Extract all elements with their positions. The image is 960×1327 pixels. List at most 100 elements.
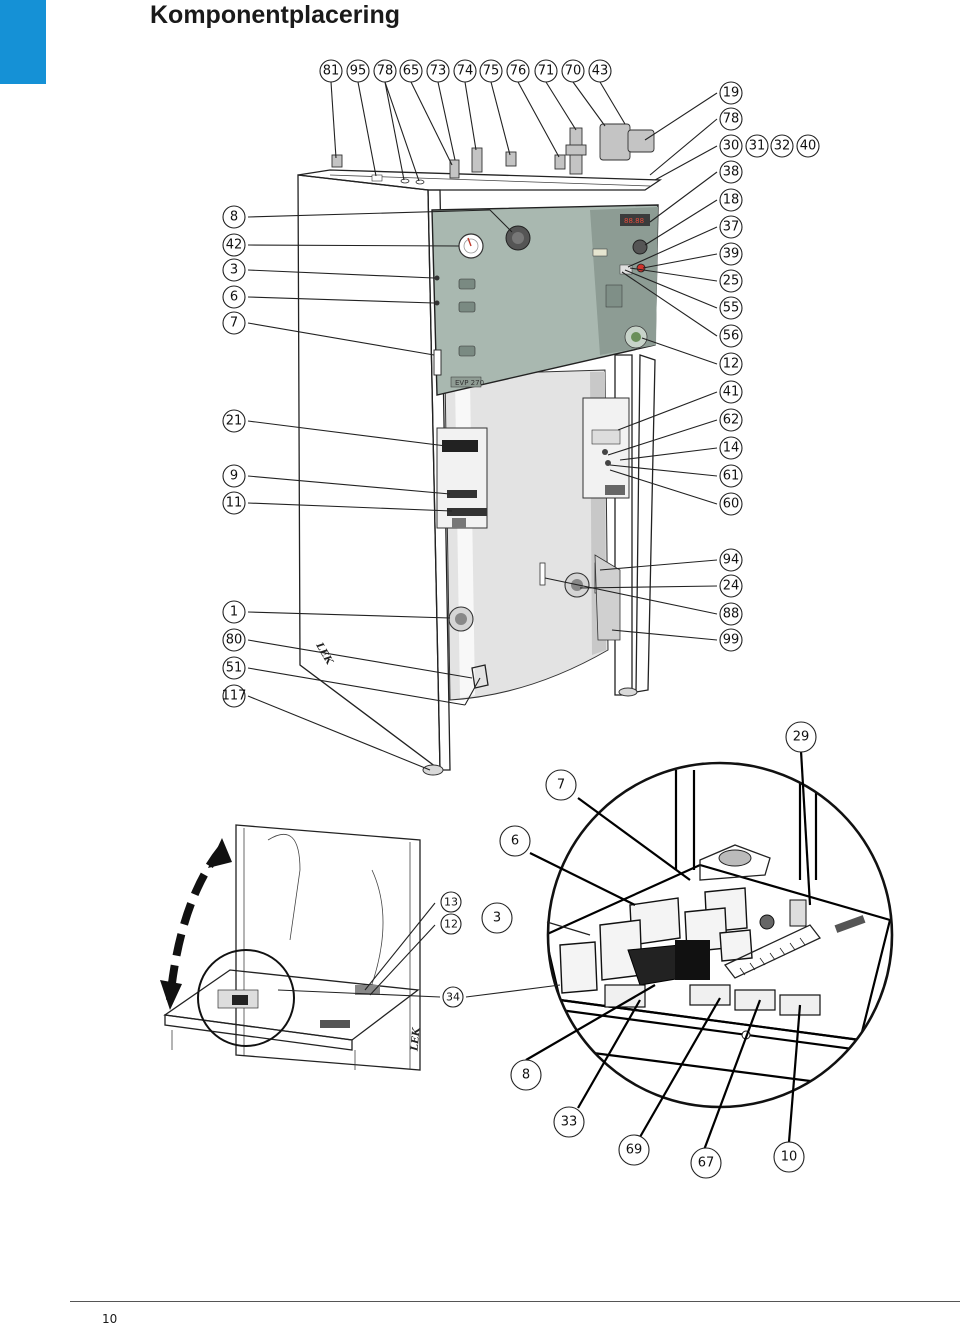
svg-text:51: 51 xyxy=(226,661,243,676)
svg-text:8: 8 xyxy=(522,1068,530,1083)
svg-text:76: 76 xyxy=(510,64,527,79)
svg-text:1: 1 xyxy=(230,605,238,620)
callout-7-detail: 7 xyxy=(545,769,577,801)
svg-text:34: 34 xyxy=(446,991,460,1004)
svg-text:25: 25 xyxy=(723,274,740,289)
svg-text:62: 62 xyxy=(723,413,740,428)
svg-text:41: 41 xyxy=(723,385,740,400)
callout-29: 29 xyxy=(785,721,817,753)
page-title: Komponentplacering xyxy=(150,1,401,29)
opened-panel-drawing: LEK xyxy=(160,824,423,1071)
detail-brand-mark: LEK xyxy=(409,1026,422,1053)
svg-text:19: 19 xyxy=(723,86,740,101)
callout-43: 43 xyxy=(588,59,612,83)
svg-text:30: 30 xyxy=(723,139,740,154)
callout-13: 13 xyxy=(440,891,462,913)
callout-18: 18 xyxy=(719,188,743,212)
detail-leader-lines xyxy=(277,750,812,1151)
svg-text:33: 33 xyxy=(561,1115,578,1130)
svg-text:32: 32 xyxy=(774,139,791,154)
callout-95: 95 xyxy=(346,59,370,83)
svg-text:99: 99 xyxy=(723,633,740,648)
svg-text:7: 7 xyxy=(230,316,238,331)
callout-21: 21 xyxy=(222,409,246,433)
svg-text:12: 12 xyxy=(444,918,458,931)
svg-text:88: 88 xyxy=(723,607,740,622)
section-tab xyxy=(0,0,46,84)
svg-text:74: 74 xyxy=(457,64,474,79)
callout-62: 62 xyxy=(719,408,743,432)
callout-88: 88 xyxy=(719,602,743,626)
zoomed-circuit-drawing xyxy=(546,761,894,1109)
callout-37: 37 xyxy=(719,215,743,239)
svg-text:73: 73 xyxy=(430,64,447,79)
callout-8-detail: 8 xyxy=(510,1059,542,1091)
model-label: EVP 270 xyxy=(455,379,484,387)
svg-text:13: 13 xyxy=(444,896,458,909)
svg-text:31: 31 xyxy=(749,139,766,154)
svg-text:60: 60 xyxy=(723,497,740,512)
callouts: 81 95 78 65 73 74 75 76 71 70 43 19 78 3… xyxy=(222,59,820,1179)
callout-39: 39 xyxy=(719,242,743,266)
svg-text:40: 40 xyxy=(800,139,817,154)
callout-71: 71 xyxy=(534,59,558,83)
svg-text:3: 3 xyxy=(493,911,501,926)
callout-30: 30 xyxy=(719,134,743,158)
callout-9: 9 xyxy=(222,464,246,488)
svg-text:117: 117 xyxy=(222,689,247,704)
svg-text:71: 71 xyxy=(538,64,555,79)
callout-12-detail: 12 xyxy=(440,913,462,935)
callout-40: 40 xyxy=(796,134,820,158)
callout-69: 69 xyxy=(618,1134,650,1166)
callout-55: 55 xyxy=(719,296,743,320)
callout-6: 6 xyxy=(222,285,246,309)
callout-11: 11 xyxy=(222,491,246,515)
svg-text:14: 14 xyxy=(723,441,740,456)
callout-1: 1 xyxy=(222,600,246,624)
callout-56: 56 xyxy=(719,324,743,348)
callout-12: 12 xyxy=(719,352,743,376)
svg-text:78: 78 xyxy=(377,64,394,79)
callout-8: 8 xyxy=(222,205,246,229)
svg-text:18: 18 xyxy=(723,193,740,208)
svg-text:80: 80 xyxy=(226,633,243,648)
callout-3-detail: 3 xyxy=(481,902,513,934)
callout-31: 31 xyxy=(745,134,769,158)
svg-text:12: 12 xyxy=(723,357,740,372)
callout-67: 67 xyxy=(690,1147,722,1179)
svg-text:69: 69 xyxy=(626,1143,643,1158)
heater-unit-drawing: 88.88 EVP 270 xyxy=(297,123,663,776)
svg-text:37: 37 xyxy=(723,220,740,235)
callout-75: 75 xyxy=(479,59,503,83)
svg-text:11: 11 xyxy=(226,496,243,511)
callout-51: 51 xyxy=(222,656,246,680)
svg-text:78: 78 xyxy=(723,112,740,127)
svg-text:65: 65 xyxy=(403,64,420,79)
callout-73: 73 xyxy=(426,59,450,83)
callout-78-right: 78 xyxy=(719,107,743,131)
callout-78-top: 78 xyxy=(373,59,397,83)
callout-70: 70 xyxy=(561,59,585,83)
callout-76: 76 xyxy=(506,59,530,83)
footer-rule xyxy=(70,1301,960,1302)
callout-7: 7 xyxy=(222,311,246,335)
svg-text:42: 42 xyxy=(226,238,243,253)
svg-text:75: 75 xyxy=(483,64,500,79)
svg-text:56: 56 xyxy=(723,329,740,344)
callout-14: 14 xyxy=(719,436,743,460)
callout-80: 80 xyxy=(222,628,246,652)
svg-text:95: 95 xyxy=(350,64,367,79)
callout-10: 10 xyxy=(773,1141,805,1173)
callout-117: 117 xyxy=(222,684,247,708)
svg-text:29: 29 xyxy=(793,730,810,745)
callout-25: 25 xyxy=(719,269,743,293)
svg-text:38: 38 xyxy=(723,165,740,180)
leader-lines xyxy=(247,81,718,771)
callout-81: 81 xyxy=(319,59,343,83)
page-number: 10 xyxy=(102,1312,118,1326)
svg-text:21: 21 xyxy=(226,414,243,429)
svg-text:9: 9 xyxy=(230,469,238,484)
component-diagram: 88.88 EVP 270 xyxy=(160,59,894,1179)
callout-99: 99 xyxy=(719,628,743,652)
svg-text:10: 10 xyxy=(781,1150,798,1165)
